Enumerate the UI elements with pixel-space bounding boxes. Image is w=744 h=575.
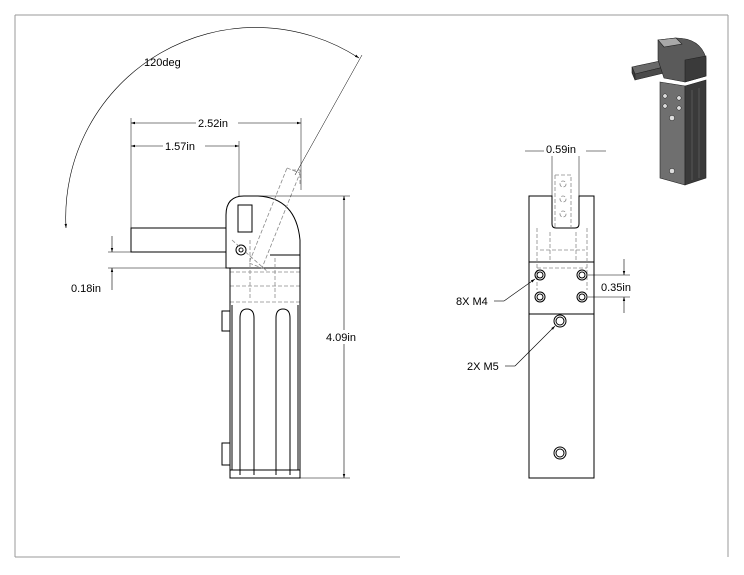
hidden-arm [230, 167, 301, 303]
clamp-3d-icon [631, 37, 707, 186]
sheet-border [14, 14, 729, 558]
m4-holes [534, 269, 588, 303]
m5-holes [553, 314, 567, 460]
side-dimensions: 0.59in 0.35in 8X M4 2X M5 [456, 143, 631, 373]
front-view [130, 167, 301, 479]
dim-height: 4.09in [326, 332, 356, 344]
angle-label: 120deg [144, 57, 181, 69]
front-dimensions: 120deg 2.52in 1.57in 0.18in 4.09in [64, 27, 363, 479]
callout-m5: 2X M5 [467, 361, 499, 373]
dim-width-outer: 2.52in [198, 118, 228, 130]
dim-arm-thickness: 0.18in [71, 283, 101, 295]
dim-width-inner: 1.57in [165, 141, 195, 153]
dim-hole-spacing: 0.35in [601, 282, 631, 294]
dim-slot-width: 0.59in [546, 144, 576, 156]
callout-m4: 8X M4 [456, 296, 488, 308]
side-view [528, 174, 595, 479]
side-hidden [536, 174, 588, 290]
